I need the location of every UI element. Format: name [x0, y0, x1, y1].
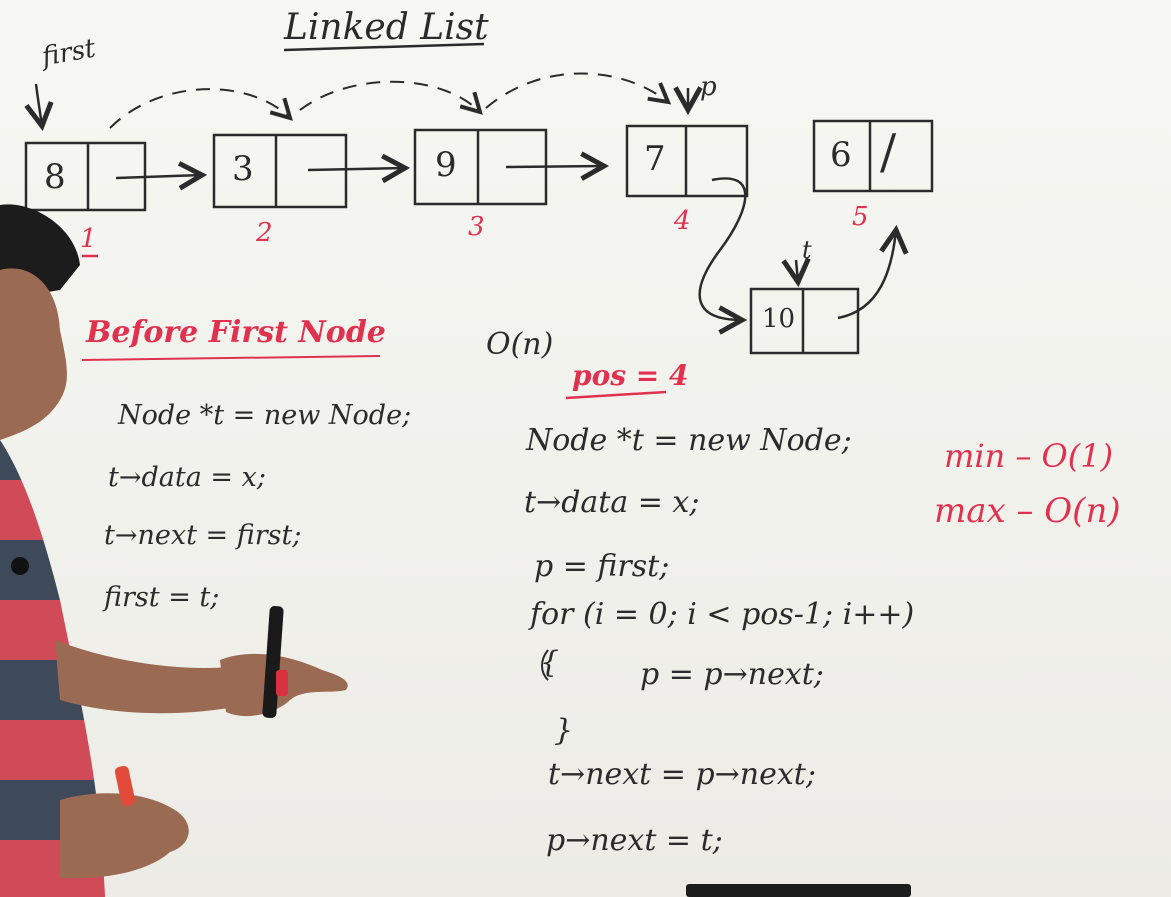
node-index: 1 [80, 224, 97, 254]
node-index: 2 [256, 218, 273, 248]
node-value: 7 [644, 139, 666, 179]
code-line: t→next = first; [104, 520, 302, 551]
code-line: first = t; [104, 582, 220, 613]
new-node-box [749, 287, 860, 355]
code-line: Node *t = new Node; [118, 400, 412, 431]
next-arrow-3 [505, 166, 604, 167]
next-arrow-2 [307, 168, 405, 170]
code-line: t→next = p→next; [548, 757, 816, 792]
traversal-arc-2 [299, 80, 480, 112]
code-line: } [554, 713, 574, 748]
node-box-5 [812, 119, 934, 193]
code-line: { [540, 645, 560, 680]
new-node-value: 10 [762, 304, 796, 334]
node-index: 4 [674, 206, 691, 236]
node-value: 9 [435, 145, 457, 185]
node-index: 3 [468, 212, 485, 242]
code-line: p = p→next; [640, 657, 824, 692]
heading-underline [81, 355, 381, 361]
new-to-node5-arrow [837, 230, 896, 320]
code-line: for (i = 0; i < pos-1; i++) [530, 597, 915, 632]
code-line: p = first; [534, 549, 670, 584]
pos-underline [565, 390, 667, 400]
presenter [0, 204, 348, 897]
p-pointer-label: p [700, 72, 717, 102]
node-box-4 [625, 124, 749, 198]
complexity-label: O(n) [486, 327, 554, 362]
traversal-arc-3 [485, 72, 668, 109]
code-line: p→next = t; [546, 823, 723, 858]
title-underline [283, 42, 485, 52]
code-line: t→data = x; [524, 485, 700, 520]
loop-brace [541, 649, 549, 681]
video-bar [686, 884, 911, 897]
node-value: 3 [232, 149, 254, 189]
section-heading: Before First Node [86, 315, 386, 350]
t-pointer-label: t [802, 236, 812, 264]
node-index: 5 [852, 202, 869, 232]
code-line: Node *t = new Node; [526, 423, 852, 458]
pos-label: pos = 4 [572, 359, 689, 392]
t-pointer-arrow [796, 260, 798, 282]
page-title: Linked List [284, 7, 489, 48]
max-complexity: max – O(n) [934, 491, 1121, 531]
node-box-2 [212, 133, 348, 209]
node-value: 8 [44, 157, 66, 197]
node4-to-new-arrow [698, 177, 746, 320]
next-arrow-1 [115, 175, 202, 178]
first-pointer-arrow [36, 83, 42, 126]
code-line: t→data = x; [108, 462, 266, 493]
traversal-arc-1 [109, 88, 290, 129]
min-complexity: min – O(1) [944, 437, 1114, 475]
node-value: 6 [830, 135, 852, 175]
null-mark: / [880, 124, 897, 180]
